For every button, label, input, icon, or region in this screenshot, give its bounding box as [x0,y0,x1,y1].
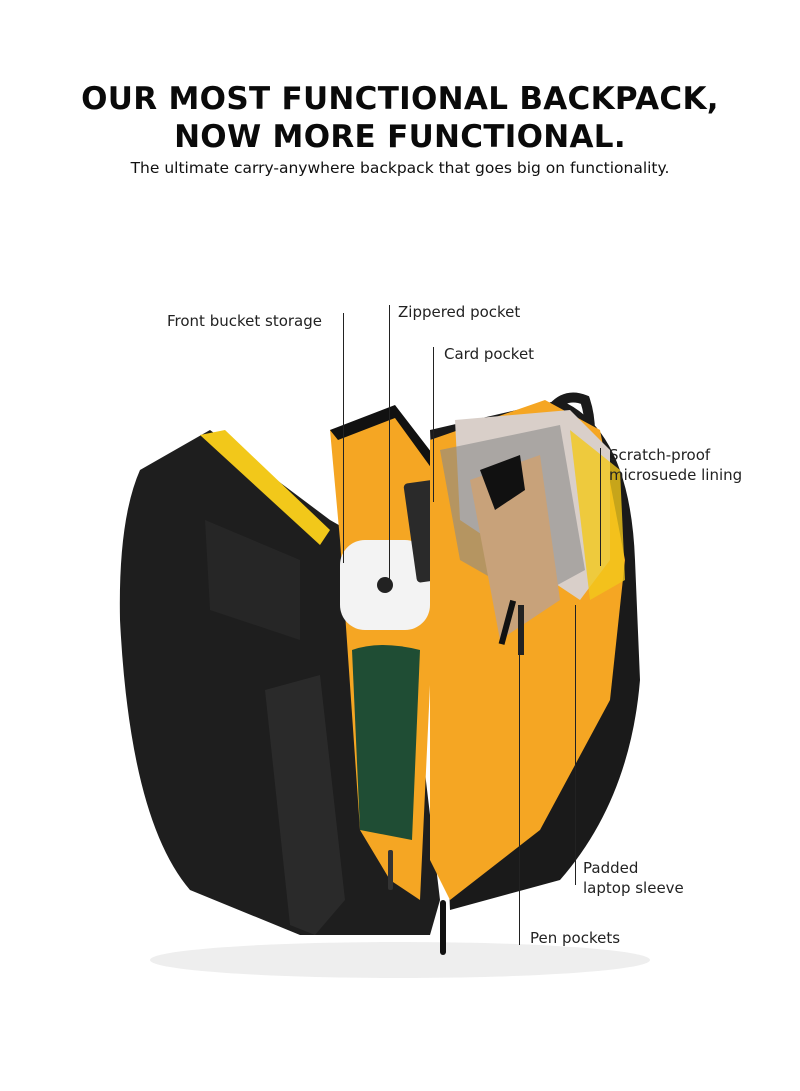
label-front-bucket-storage: Front bucket storage [167,312,322,330]
headline-line-1: OUR MOST FUNCTIONAL BACKPACK, [81,81,719,117]
card-pointer [433,347,434,502]
label-pen-pockets: Pen pockets [530,929,621,947]
headline-line-2: NOW MORE FUNCTIONAL. [174,119,626,155]
label-card-pocket: Card pocket [444,345,535,363]
label-scratch-line-2: microsuede lining [609,466,743,484]
label-padded-line-1: Padded [583,859,639,877]
padded-pointer [575,605,576,885]
pen-pointer [519,640,520,945]
label-padded-laptop-sleeve: Padded laptop sleeve [583,858,684,898]
label-padded-line-2: laptop sleeve [583,879,684,897]
scratch-pointer [600,448,601,566]
label-zippered-pocket: Zippered pocket [398,303,521,321]
headline: OUR MOST FUNCTIONAL BACKPACK, NOW MORE F… [0,80,800,156]
label-scratch-proof-lining: Scratch-proof microsuede lining [609,445,742,485]
label-scratch-line-1: Scratch-proof [609,446,711,464]
front-bucket-pointer [343,313,344,563]
subtitle: The ultimate carry-anywhere backpack tha… [130,159,670,177]
zippered-pointer [389,305,390,585]
